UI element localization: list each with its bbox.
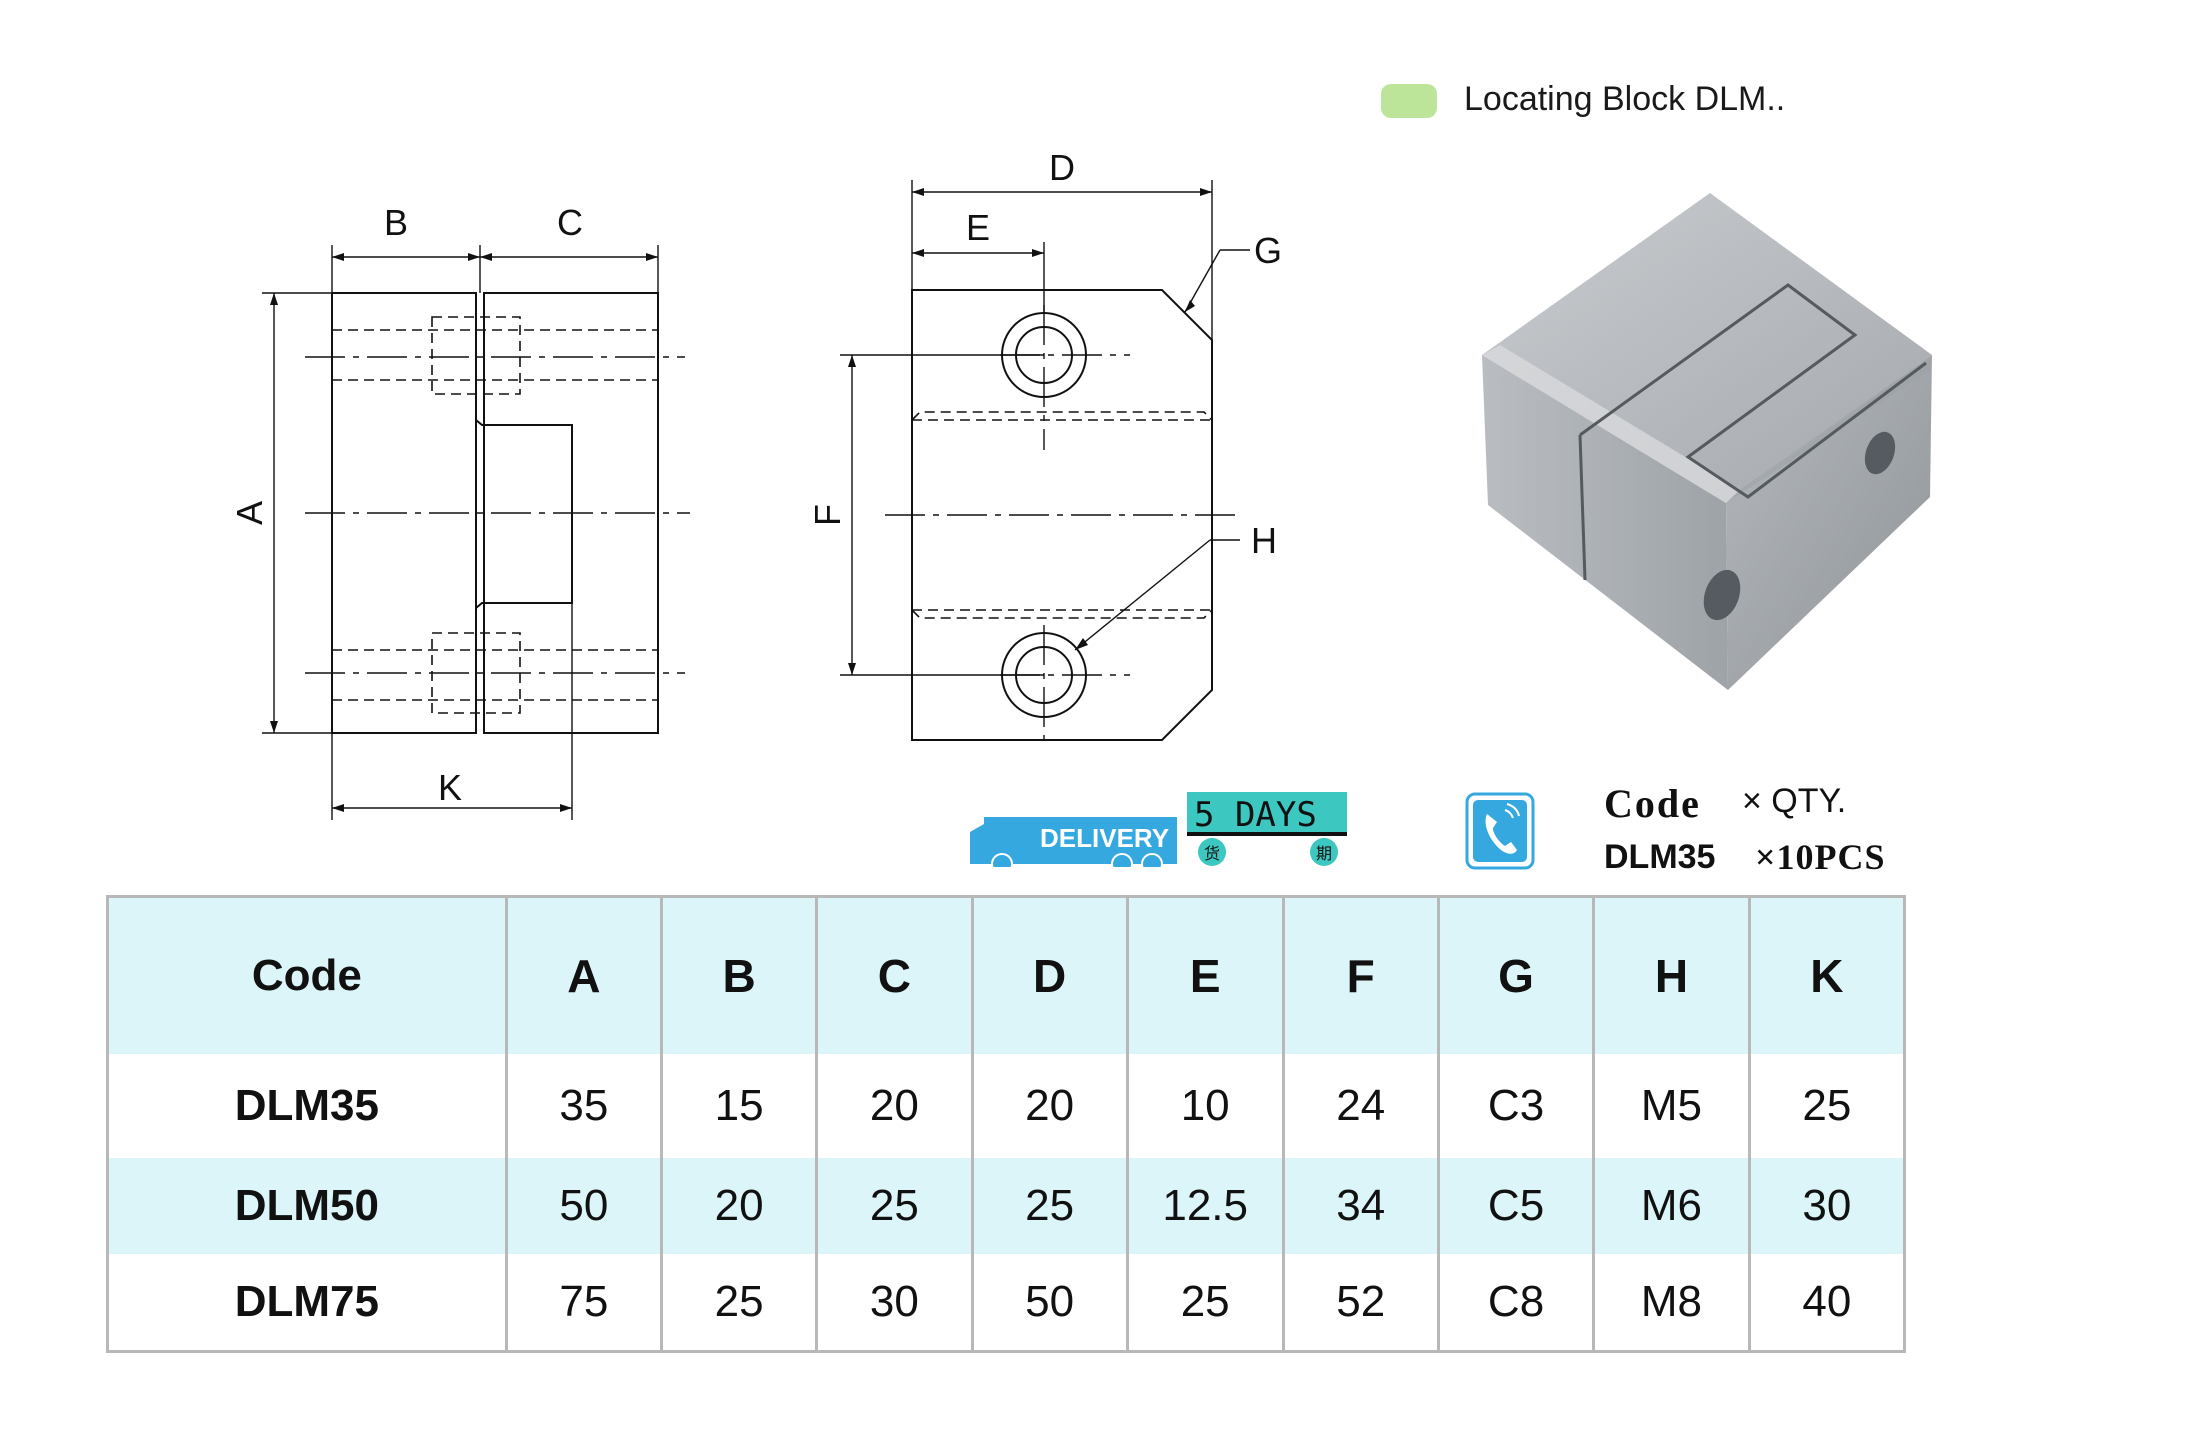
legend-swatch: [1381, 84, 1437, 118]
delivery-days: 5 DAYS: [1194, 795, 1317, 835]
cell: 10: [1125, 1054, 1285, 1158]
header-e: E: [1125, 896, 1285, 1054]
product-photo: [1482, 193, 1932, 690]
order-qty-value: ×10PCS: [1755, 837, 1886, 877]
spec-table: Code A B C D E F G H K DLM35 35 15 20 20…: [106, 895, 1907, 1353]
table-row: DLM75 75 25 30 50 25 52 C8 M8 40: [106, 1254, 1907, 1352]
header-b: B: [659, 896, 819, 1054]
cell: 34: [1281, 1158, 1440, 1254]
header-a: A: [504, 896, 664, 1054]
delivery-cn-left: 货: [1204, 844, 1220, 863]
cell: 24: [1281, 1054, 1440, 1158]
header-k: K: [1747, 896, 1907, 1054]
header-g: G: [1436, 896, 1596, 1054]
cell: 75: [504, 1254, 664, 1352]
cell: 25: [815, 1158, 974, 1254]
header-d: D: [970, 896, 1129, 1054]
header-h: H: [1592, 896, 1751, 1054]
cell: 25: [1125, 1254, 1285, 1352]
dim-label-k: K: [438, 767, 462, 808]
cell: 50: [504, 1158, 664, 1254]
cell: 50: [970, 1254, 1129, 1352]
cell: 30: [815, 1254, 974, 1352]
cell-code: DLM75: [106, 1254, 508, 1352]
cell: 20: [659, 1158, 819, 1254]
table-header-row: Code A B C D E F G H K: [106, 896, 1907, 1054]
cell-code: DLM35: [106, 1054, 508, 1158]
cell: 25: [659, 1254, 819, 1352]
front-view-drawing: B C A K: [229, 202, 690, 820]
dim-label-e: E: [966, 207, 990, 248]
cell: 40: [1747, 1254, 1907, 1352]
delivery-badge: DELIVERY 5 DAYS 货 期: [970, 792, 1347, 867]
dim-label-a: A: [229, 501, 270, 525]
delivery-cn-right: 期: [1316, 844, 1332, 863]
phone-icon[interactable]: [1465, 792, 1535, 870]
header-f: F: [1281, 896, 1440, 1054]
cell: M8: [1592, 1254, 1751, 1352]
cell: 52: [1281, 1254, 1440, 1352]
order-code-label: Code: [1604, 781, 1701, 826]
table-row: DLM35 35 15 20 20 10 24 C3 M5 25: [106, 1054, 1907, 1158]
cell: M5: [1592, 1054, 1751, 1158]
dim-label-b: B: [384, 202, 408, 243]
order-code-value: DLM35: [1604, 838, 1716, 876]
cell-code: DLM50: [106, 1158, 508, 1254]
delivery-label: DELIVERY: [1040, 823, 1169, 853]
cell: 20: [815, 1054, 974, 1158]
cell: M6: [1592, 1158, 1751, 1254]
cell: C8: [1436, 1254, 1596, 1352]
order-qty-label: × QTY.: [1742, 782, 1847, 820]
cell: 20: [970, 1054, 1129, 1158]
cell: 25: [970, 1158, 1129, 1254]
cell: 30: [1747, 1158, 1907, 1254]
cell: 25: [1747, 1054, 1907, 1158]
table-row: DLM50 50 20 25 25 12.5 34 C5 M6 30: [106, 1158, 1907, 1254]
cell: 12.5: [1125, 1158, 1285, 1254]
dim-label-h: H: [1251, 520, 1277, 561]
cell: 35: [504, 1054, 664, 1158]
cell: 15: [659, 1054, 819, 1158]
header-code: Code: [106, 896, 508, 1054]
dim-label-f: F: [807, 504, 848, 526]
header-c: C: [815, 896, 974, 1054]
side-view-drawing: D E G F H: [807, 147, 1282, 741]
legend-label: Locating Block DLM..: [1464, 80, 1786, 118]
dim-label-d: D: [1049, 147, 1075, 188]
cell: C3: [1436, 1054, 1596, 1158]
dim-label-c: C: [557, 202, 583, 243]
cell: C5: [1436, 1158, 1596, 1254]
dim-label-g: G: [1254, 230, 1282, 271]
